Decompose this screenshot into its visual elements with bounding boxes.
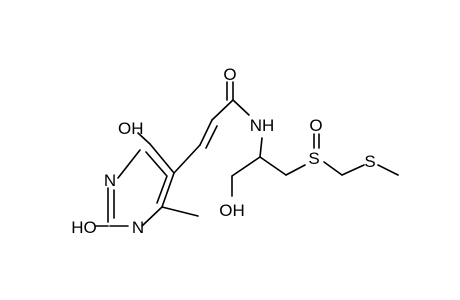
bond-vinyl-carbonyl [211,99,234,121]
atom-label-s-sulfoxide: S [308,149,319,168]
bond-c5-vinyl [173,144,201,174]
atom-label-o-sulfoxide: O [309,116,322,135]
bond-c4-c5-inner [145,151,167,176]
bond-nh-ch [259,137,263,158]
atom-label-oh-top: OH [118,119,144,138]
bond-c5-c6 [161,172,175,208]
bond-c5-c6-inner [156,175,168,204]
bond-ch2-s2 [341,164,365,176]
atom-label-oh-bottom: OH [219,201,245,220]
bond-s2-methyl [377,164,399,176]
bond-c-nh [232,99,250,116]
atom-label-o-carbonyl: O [223,65,236,84]
bond-c4-c5 [149,143,175,174]
atom-label-nh: NH [250,116,275,135]
bond-vinyl-double [199,119,213,146]
bond-ch2-s [285,164,306,176]
bond-c6-methyl [161,206,199,217]
bond-c6-n1 [141,206,163,227]
atom-label-s-thioether: S [364,152,375,171]
bond-s-ch2 [323,161,343,176]
bond-n3-c4 [117,149,141,179]
atom-label-ho-bottom: HO [71,218,97,237]
bond-ch-ch2oh [231,156,261,177]
atom-label-n-bottom: N [132,218,144,237]
bond-vinyl-double-inner [205,125,218,149]
bond-c4-oh [137,132,151,145]
bond-ch-ch2s [259,156,287,176]
atom-label-n-top: N [104,171,116,190]
